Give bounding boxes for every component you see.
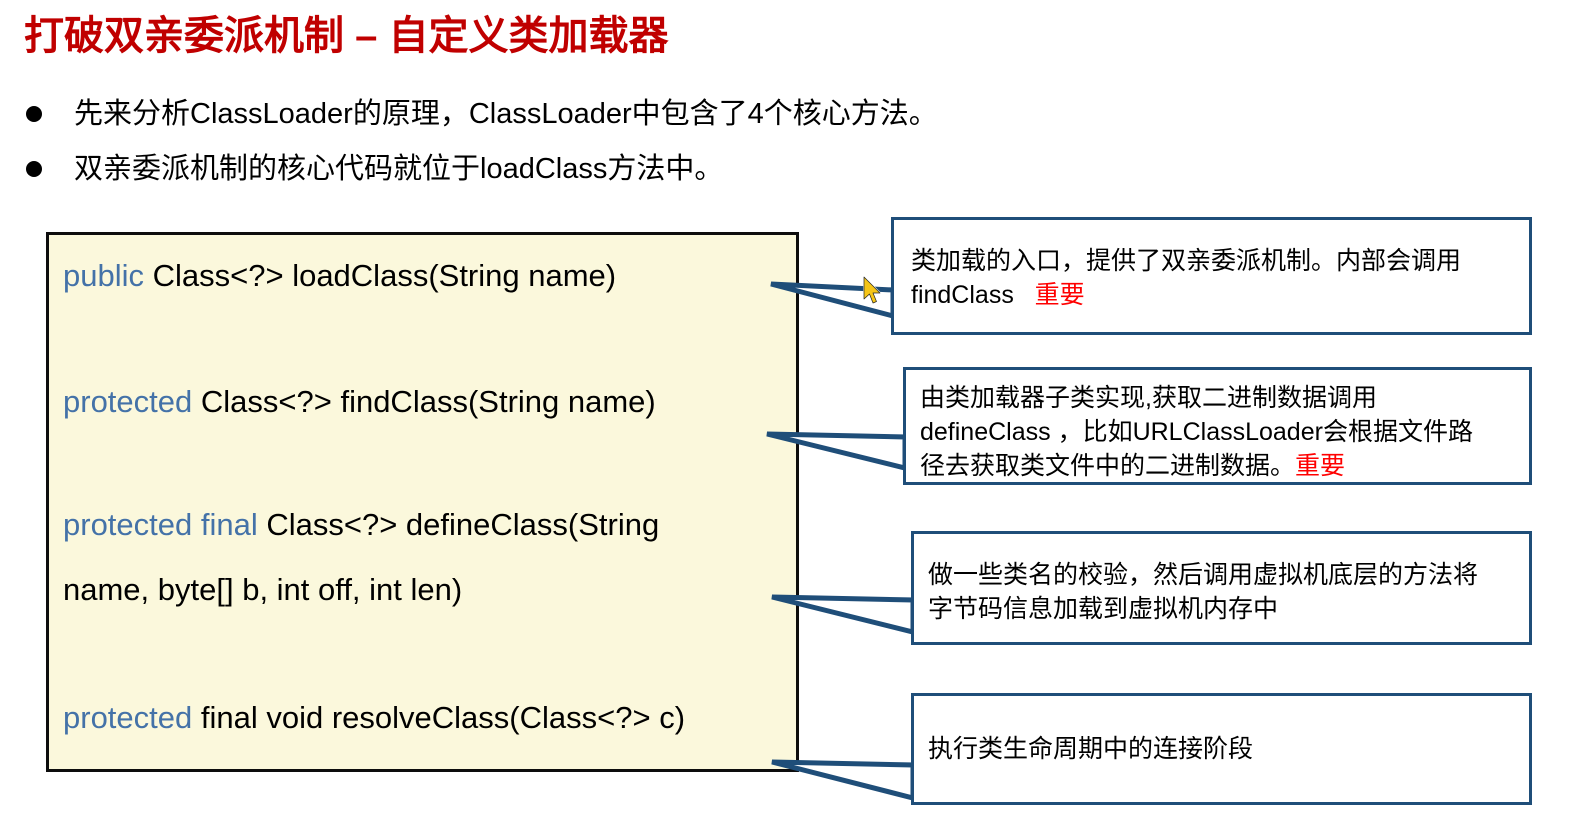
bullet-dot-icon [26,106,42,122]
code-keyword: protected [63,384,193,419]
code-keyword: public [63,258,144,293]
callout-line-3: 径去获取类文件中的二进制数据。 [920,452,1296,480]
code-line-findclass: protected Class<?> findClass(String name… [63,384,656,420]
list-item: 双亲委派机制的核心代码就位于loadClass方法中。 [26,147,1226,202]
code-keyword: protected [63,700,193,735]
callout-line-2: defineClass ，比如URLClassLoader会根据文件路 [920,418,1473,446]
callout-line-2: findClass [911,281,1014,309]
bullet-text: 先来分析ClassLoader的原理，ClassLoader中包含了4个核心方法… [74,98,938,130]
callout-text: 执行类生命周期中的连接阶段 [928,732,1528,766]
bullet-list: 先来分析ClassLoader的原理，ClassLoader中包含了4个核心方法… [26,92,1226,202]
callout-line-2: 字节码信息加载到虚拟机内存中 [928,595,1279,623]
callout-box-defineclass: 做一些类名的校验，然后调用虚拟机底层的方法将 字节码信息加载到虚拟机内存中 [911,531,1532,645]
callout-box-loadclass: 类加载的入口，提供了双亲委派机制。内部会调用 findClass 重要 [891,217,1532,335]
callout-line-1: 类加载的入口，提供了双亲委派机制。内部会调用 [911,247,1462,275]
callout-text: 做一些类名的校验，然后调用虚拟机底层的方法将 字节码信息加载到虚拟机内存中 [928,558,1528,626]
callout-line-1: 执行类生命周期中的连接阶段 [928,735,1254,763]
code-line-defineclass-cont: name, byte[] b, int off, int len) [63,572,462,608]
callout-text: 类加载的入口，提供了双亲委派机制。内部会调用 findClass 重要 [911,244,1511,312]
code-line-resolveclass: protected final void resolveClass(Class<… [63,700,685,736]
emphasis-badge: 重要 [1034,281,1085,309]
code-signature: Class<?> defineClass(String [257,507,660,542]
callout-box-findclass: 由类加载器子类实现,获取二进制数据调用 defineClass ，比如URLCl… [903,367,1532,485]
callout-box-resolveclass: 执行类生命周期中的连接阶段 [911,693,1532,805]
bullet-dot-icon [26,161,42,177]
callout-line-1: 做一些类名的校验，然后调用虚拟机底层的方法将 [928,561,1479,589]
page-title: 打破双亲委派机制 – 自定义类加载器 [24,14,669,58]
code-line-defineclass: protected final Class<?> defineClass(Str… [63,507,659,543]
code-line-loadclass: public Class<?> loadClass(String name) [63,258,616,294]
list-item: 先来分析ClassLoader的原理，ClassLoader中包含了4个核心方法… [26,92,1226,147]
code-signature: name, byte[] b, int off, int len) [63,572,463,607]
code-signature: Class<?> findClass(String name) [192,384,656,419]
bullet-text: 双亲委派机制的核心代码就位于loadClass方法中。 [74,153,724,185]
code-signature: final void resolveClass(Class<?> c) [192,700,686,735]
emphasis-badge: 重要 [1295,452,1346,480]
mouse-pointer-icon [863,276,881,304]
code-block: public Class<?> loadClass(String name) p… [46,232,799,772]
callout-line-1: 由类加载器子类实现,获取二进制数据调用 [920,384,1377,412]
callout-text: 由类加载器子类实现,获取二进制数据调用 defineClass ，比如URLCl… [920,381,1540,483]
code-keyword: protected final [63,507,258,542]
code-signature: Class<?> loadClass(String name) [144,258,617,293]
